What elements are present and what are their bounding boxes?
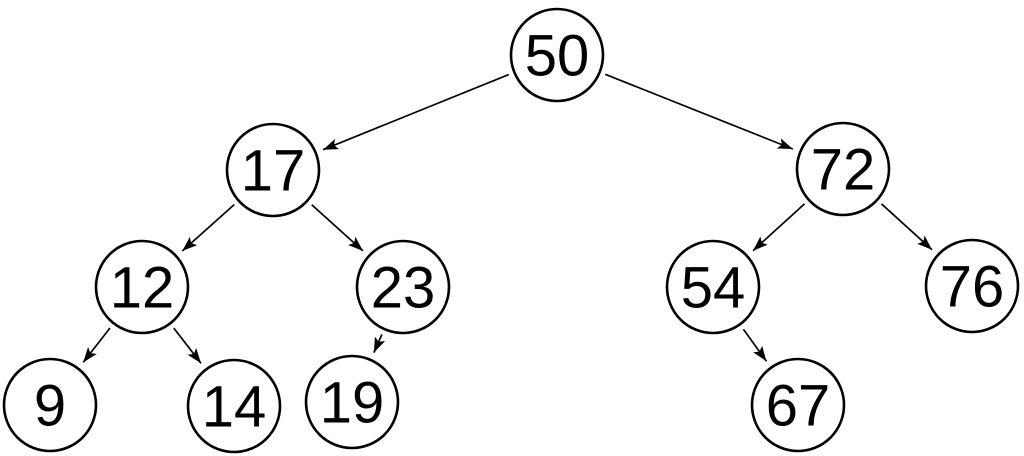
node-label: 23 [371, 256, 436, 321]
node-label: 50 [525, 24, 590, 89]
edge-23-19 [373, 334, 385, 353]
node-circle [509, 7, 605, 103]
node-circle [924, 238, 1020, 334]
node-label: 19 [320, 371, 385, 436]
tree-node-17: 17 [225, 122, 321, 218]
tree-node-23: 23 [355, 239, 451, 335]
node-label: 54 [681, 256, 746, 321]
edge-54-67 [742, 328, 768, 362]
tree-node-67: 67 [750, 357, 846, 453]
edge-50-72 [604, 73, 794, 150]
node-circle [795, 121, 891, 217]
tree-node-19: 19 [304, 354, 400, 450]
tree-node-54: 54 [665, 239, 761, 335]
node-label: 9 [34, 374, 66, 439]
edges-layer [82, 73, 933, 364]
node-circle [355, 239, 451, 335]
node-label: 76 [940, 255, 1005, 320]
node-circle [94, 239, 190, 335]
edge-50-17 [322, 73, 510, 151]
tree-node-9: 9 [2, 357, 98, 453]
node-circle [665, 239, 761, 335]
edge-72-76 [880, 203, 933, 251]
edge-17-12 [181, 203, 235, 252]
tree-node-76: 76 [924, 238, 1020, 334]
node-label: 14 [202, 375, 267, 440]
node-circle [750, 357, 846, 453]
edge-17-23 [311, 204, 364, 252]
node-circle [304, 354, 400, 450]
node-label: 67 [766, 374, 831, 439]
tree-node-72: 72 [795, 121, 891, 217]
edge-12-9 [82, 327, 111, 363]
tree-node-50: 50 [509, 7, 605, 103]
edge-12-14 [173, 327, 202, 364]
tree-node-12: 12 [94, 239, 190, 335]
node-circle [225, 122, 321, 218]
tree-node-14: 14 [186, 358, 282, 454]
node-circle [2, 357, 98, 453]
node-circle [186, 358, 282, 454]
node-label: 72 [811, 138, 876, 203]
edge-72-54 [752, 203, 806, 252]
node-label: 17 [241, 139, 306, 204]
node-label: 12 [110, 256, 175, 321]
nodes-layer: 50 17 72 12 23 54 76 9 14 19 67 [2, 7, 1020, 454]
